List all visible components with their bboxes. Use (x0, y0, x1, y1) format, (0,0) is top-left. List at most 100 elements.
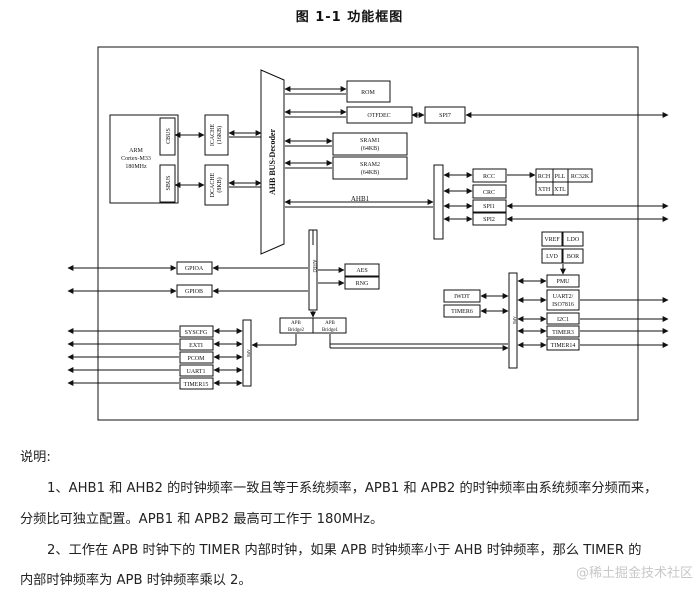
sram1-block (332, 132, 408, 156)
cpu-model: Cortex-M33 (121, 156, 151, 162)
rcc-label: RCC (483, 174, 495, 180)
lvd-label: LVD (546, 254, 558, 260)
rch-label: RCH (538, 174, 551, 180)
ahb-decoder-bus (260, 69, 285, 255)
timer15-block (179, 377, 214, 390)
uart2-label: UART2/ (553, 294, 574, 300)
crc-block (472, 184, 507, 199)
rcc-block (472, 168, 507, 183)
figure-title: 图 1-1 功能框图 (295, 10, 404, 25)
apb1-bar-label: APB (512, 316, 517, 324)
spi2-block (472, 212, 507, 226)
sram1-label: SRAM1 (360, 138, 380, 144)
ahb2-label: AHB2 (311, 259, 316, 273)
crc-label: CRC (483, 190, 495, 196)
sbus-label: SBUS (166, 175, 172, 190)
timer6-label: TIMER6 (451, 309, 473, 315)
ldo-block (562, 231, 584, 247)
rc32k-label: RC32K (571, 174, 590, 180)
xtl-label: XTL (554, 187, 566, 193)
spi7-block (424, 106, 466, 124)
icache-label: ICACHE (210, 124, 216, 147)
timer6-block (443, 304, 481, 318)
bor-block (562, 248, 584, 264)
gpioa-block (176, 261, 213, 275)
watermark: @稀土掘金技术社区 (575, 566, 693, 581)
dcache-size: (8KB) (216, 177, 223, 192)
sram2-block (332, 156, 408, 180)
lvd-block (541, 248, 563, 264)
pll-label: PLL (555, 174, 566, 180)
apb-bridge1-sub: Bridge1 (322, 328, 339, 333)
syscfg-block (179, 325, 214, 338)
uart1-label: UART1 (187, 369, 206, 375)
gpioa-label: GPIOA (185, 266, 204, 272)
iso7816-label: ISO7816 (552, 302, 574, 308)
apb2-bar-label: APB (246, 349, 251, 357)
apb-bridge1-label: APB (325, 321, 335, 326)
pcom-label: PCOM (187, 356, 205, 362)
bor-label: BOR (567, 254, 579, 260)
aes-label: AES (356, 268, 367, 274)
aes-block (344, 263, 380, 277)
pmu-block (546, 274, 580, 288)
apb2-bus-bar (242, 319, 252, 387)
gpiob-block (176, 284, 213, 298)
sram1-size: (64KB) (361, 145, 379, 152)
otfdec-label: OTFDEC (367, 113, 390, 119)
apb-bridge1-block (312, 317, 347, 334)
xtl-block (552, 181, 569, 196)
dcache-label: DCACHE (210, 172, 216, 197)
timer14-label: TIMER14 (551, 343, 576, 349)
block-diagram: ARM Cortex-M33 180MHz CBUS SBUS ICACHE (… (67, 46, 669, 421)
rom-label: ROM (361, 90, 375, 96)
uart2-block (546, 289, 580, 311)
ahb1-bus-bar (433, 164, 444, 240)
exti-label: EXTI (189, 343, 203, 349)
spi7-label: SPI7 (439, 113, 451, 119)
timer14-block (546, 338, 580, 351)
apb1-bus-bar (508, 272, 518, 369)
pmu-label: PMU (556, 279, 570, 285)
spi1-label: SPI1 (483, 204, 495, 210)
rc32k-block (567, 168, 593, 183)
ahb-decoder-label: AHB BUS-Decoder (268, 129, 277, 195)
xth-label: XTH (538, 187, 551, 193)
vref-label: VREF (544, 237, 560, 243)
i2c1-label: I2C1 (557, 317, 569, 323)
uart1-block (179, 364, 214, 377)
ldo-label: LDO (567, 237, 580, 243)
rom-block (346, 80, 391, 103)
timer15-label: TIMER15 (184, 382, 209, 388)
vref-block (541, 231, 563, 247)
ahb1-label: AHB1 (351, 195, 370, 203)
rng-label: RNG (356, 281, 369, 287)
timer3-block (546, 325, 580, 338)
iwdt-label: IWDT (454, 294, 470, 300)
note-p1-line1: 1、AHB1 和 AHB2 的时钟频率一致且等于系统频率，APB1 和 APB2… (47, 481, 658, 496)
gpiob-label: GPIOB (185, 289, 203, 295)
apb-bridge2-sub: Bridge2 (288, 328, 305, 333)
rng-block (344, 276, 380, 290)
cpu-freq: 180MHz (125, 164, 147, 170)
bus-connections (67, 86, 669, 386)
chip-boundary (97, 46, 639, 421)
spi2-label: SPI2 (483, 217, 495, 223)
cpu-name: ARM (129, 148, 143, 154)
exti-block (179, 338, 214, 351)
arm-cpu-block (109, 114, 179, 204)
cbus-label: CBUS (166, 128, 172, 144)
i2c1-block (546, 312, 580, 325)
sram2-size: (64KB) (361, 169, 379, 176)
syscfg-label: SYSCFG (185, 330, 208, 336)
note-label: 说明: (20, 450, 51, 465)
icache-size: (16KB) (216, 126, 223, 144)
pcom-block (179, 351, 214, 364)
note-p2-line2: 内部时钟频率为 APB 时钟频率乘以 2。 (20, 573, 252, 588)
iwdt-block (443, 289, 481, 303)
spi1-block (472, 199, 507, 213)
note-p1-line2: 分频比可独立配置。APB1 和 APB2 最高可工作于 180MHz。 (20, 512, 384, 527)
apb-bridge2-label: APB (291, 321, 301, 326)
note-p2-line1: 2、工作在 APB 时钟下的 TIMER 内部时钟，如果 APB 时钟频率小于 … (47, 543, 642, 558)
icache-block (204, 114, 229, 156)
